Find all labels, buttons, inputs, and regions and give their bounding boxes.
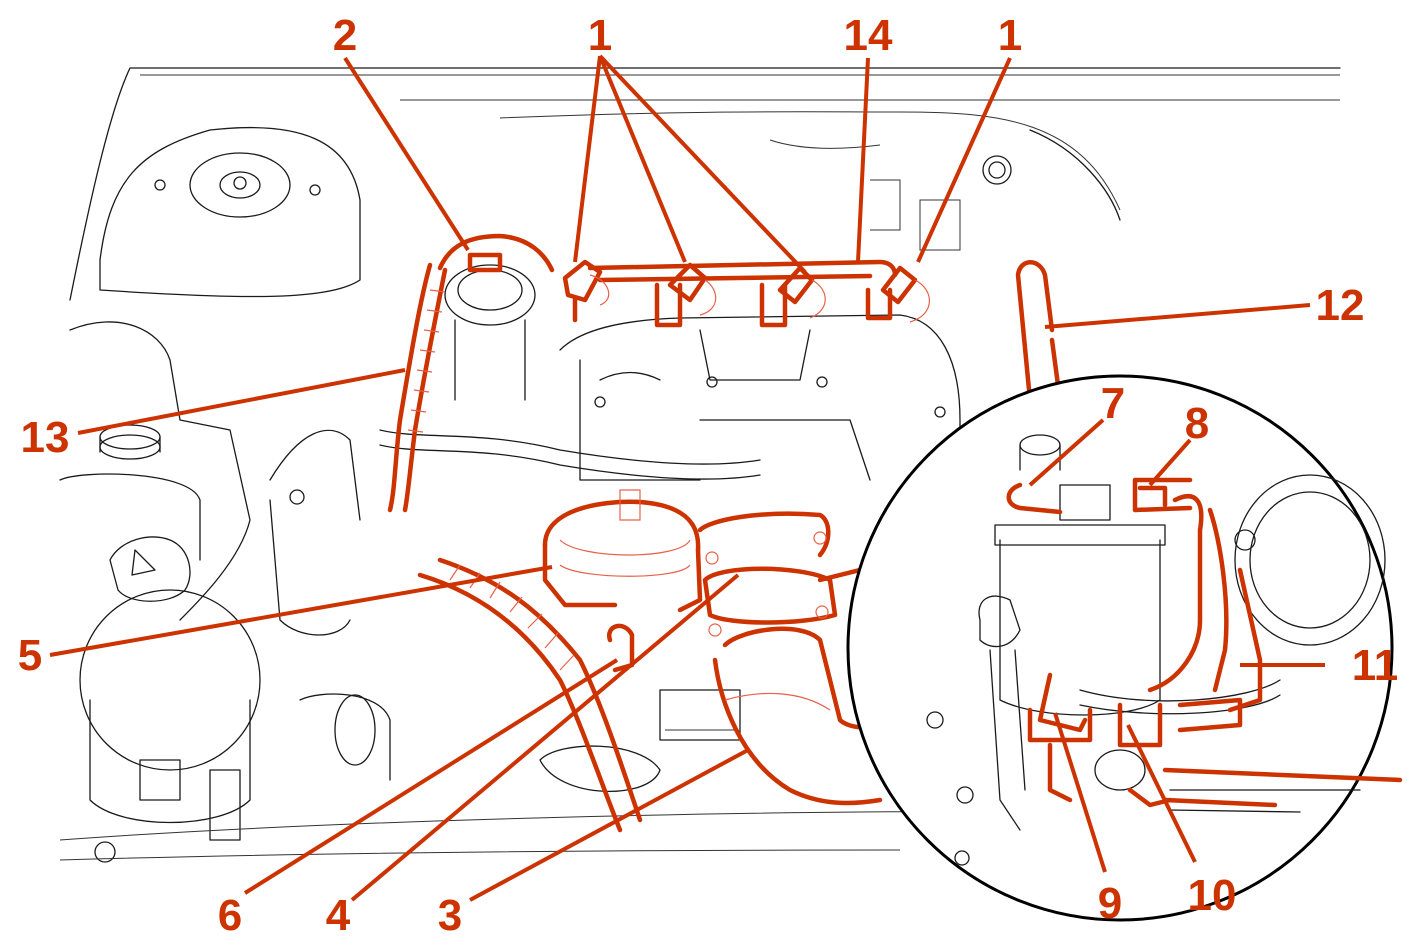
callout-5: 5 [18, 631, 42, 680]
fuel-pipe [1015, 260, 1055, 403]
callout-7: 7 [1101, 379, 1125, 428]
leader-3 [469, 748, 749, 902]
leader-1-a [573, 55, 602, 263]
leader-10 [1126, 724, 1197, 863]
callout-13: 13 [21, 413, 70, 462]
callout-3: 3 [438, 891, 462, 940]
leak-off-return-rail [587, 259, 898, 278]
leader-7 [1028, 418, 1105, 487]
leader-6 [243, 658, 619, 895]
callout-2: 2 [333, 11, 357, 60]
leader-lines [49, 54, 1325, 902]
inset-fuel-line [1147, 494, 1204, 693]
callout-11: 11 [1352, 641, 1399, 690]
injector [865, 265, 930, 323]
bottom-fitting [1027, 707, 1093, 743]
injector [562, 259, 610, 323]
callout-9: 9 [1098, 879, 1122, 928]
leader-14 [856, 57, 870, 263]
leader-13 [77, 368, 406, 435]
leader-9 [1053, 712, 1107, 873]
hose-clamp [606, 623, 635, 673]
injector [654, 262, 717, 328]
callout-1: 1 [998, 11, 1022, 60]
leader-5 [49, 565, 553, 657]
corrugated-hose [387, 262, 433, 513]
callout-10: 10 [1188, 871, 1237, 920]
return-connector [437, 233, 555, 273]
leader-8 [1148, 438, 1192, 487]
callout-6: 6 [218, 891, 242, 940]
leader-12 [1044, 303, 1311, 329]
intake-flange [697, 511, 838, 637]
leader-1-c [598, 54, 807, 274]
callout-4: 4 [326, 891, 351, 940]
leader-2 [343, 56, 470, 252]
leader-1-b [598, 55, 687, 263]
callout-8: 8 [1185, 399, 1209, 448]
callout-14: 14 [844, 11, 893, 60]
leader-4 [350, 573, 740, 902]
inlet-connector [1006, 482, 1063, 515]
fuel-filter [542, 489, 703, 613]
detail-inset [846, 374, 1403, 922]
callout-labels: 2 1 14 1 12 13 7 8 5 11 6 4 3 9 10 [18, 11, 1399, 940]
callout-12: 12 [1316, 281, 1365, 330]
callout-1: 1 [588, 11, 612, 60]
injector [759, 265, 826, 328]
leader-1-d [916, 57, 1012, 263]
outlet-connector [1132, 477, 1193, 513]
